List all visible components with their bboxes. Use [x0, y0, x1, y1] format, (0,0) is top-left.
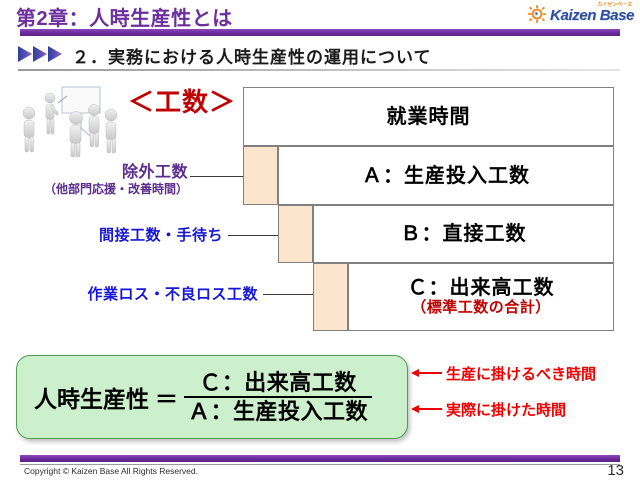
formula-denominator: Ａ：生産投入工数 [188, 399, 369, 424]
triple-chevron-right-icon [18, 46, 62, 62]
bar-working-hours: 就業時間 [243, 87, 614, 146]
gear-sun-logo-icon [528, 5, 546, 23]
header-accent-bar [20, 29, 620, 36]
bar-label-direct-hours: Ｂ：直接工数 [400, 223, 527, 245]
footer-accent-bar [20, 455, 620, 462]
note-arrow-head-2 [411, 405, 419, 413]
loss-hours-block [313, 263, 348, 331]
bar-output-hours: Ｃ：出来高工数 （標準工数の合計） [348, 263, 614, 331]
callout-arrow-line-1 [190, 176, 245, 177]
formula-equals-sign: ＝ [155, 386, 178, 412]
brand-logo: カイゼンベース Kaizen Base [528, 1, 634, 27]
callout-label-indirect: 間接工数・手待ち [98, 227, 223, 244]
logo-wordmark: Kaizen Base [550, 7, 634, 24]
footer-divider [20, 464, 620, 465]
logo-katakana-text: カイゼンベース [597, 2, 632, 8]
formula-fraction-rule [184, 396, 373, 398]
formula-fraction: Ｃ：出来高工数 Ａ：生産投入工数 [184, 369, 373, 426]
callout-arrow-line-3 [263, 294, 315, 295]
bar-label-production-input: Ａ：生産投入工数 [362, 164, 530, 187]
footer-copyright: Copyright © Kaizen Base All Rights Reser… [24, 466, 198, 476]
note-should-spend-time: 生産に掛けるべき時間 [446, 366, 597, 383]
bar-label-working-hours: 就業時間 [386, 105, 471, 128]
callout-label-excluded-sub: （他部門応援・改善時間） [43, 182, 188, 196]
callout-arrow-line-2 [228, 235, 280, 236]
excluded-hours-block [243, 146, 278, 205]
bar-label-output-hours: Ｃ：出来高工数 [407, 277, 555, 300]
meeting-presentation-illustration [18, 82, 136, 162]
formula-box: 人時生産性 ＝ Ｃ：出来高工数 Ａ：生産投入工数 [16, 355, 408, 439]
callout-label-loss: 作業ロス・不良ロス工数 [87, 286, 258, 303]
note-arrow-line-1 [418, 372, 442, 374]
section-divider [18, 69, 620, 71]
formula-left-term: 人時生産性 [34, 386, 149, 412]
callout-label-excluded-main: 除外工数 [121, 164, 188, 181]
bar-sublabel-output-hours: （標準工数の合計） [411, 299, 551, 317]
bar-production-input: Ａ：生産投入工数 [278, 146, 614, 205]
footer-page-number: 13 [607, 462, 624, 479]
bar-direct-hours: Ｂ：直接工数 [313, 205, 614, 263]
note-arrow-head-1 [411, 369, 419, 377]
formula-numerator: Ｃ：出来高工数 [199, 369, 357, 395]
note-arrow-line-2 [418, 408, 442, 410]
indirect-hours-block [278, 205, 313, 263]
note-actual-spent-time: 実際に掛けた時間 [446, 402, 567, 419]
section-heading: ２．実務における人時生産性の運用について [72, 48, 432, 67]
diagram-title: ＜工数＞ [128, 87, 237, 117]
page-title: 第2章：人時生産性とは [16, 8, 233, 30]
